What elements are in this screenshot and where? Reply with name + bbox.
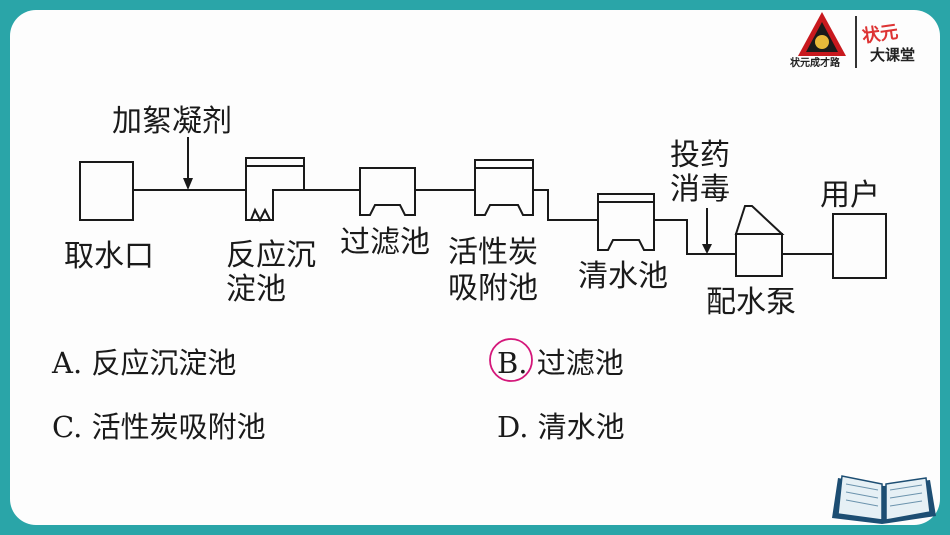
sedimentation-label-line2: 淀池 (226, 272, 286, 307)
pump (734, 205, 785, 277)
brand-left-text: 状元成才路 (790, 58, 840, 69)
question-card (10, 10, 940, 525)
filter-label: 过滤池 (340, 225, 430, 260)
option-a-text: 反应沉淀池 (91, 346, 237, 380)
option-b-text: 过滤池 (536, 346, 624, 380)
option-c[interactable]: C. 活性炭吸附池 (52, 404, 266, 446)
option-c-letter: C. (52, 410, 83, 444)
option-d-text: 清水池 (537, 410, 625, 444)
option-d[interactable]: D. 清水池 (497, 404, 625, 446)
option-a-letter: A. (52, 346, 83, 380)
brand-right-bottom-text: 大课堂 (870, 46, 916, 64)
option-b[interactable]: B. 过滤池 (497, 340, 624, 382)
disinfect-label-line1: 投药 (670, 138, 730, 173)
intake-label: 取水口 (64, 239, 154, 274)
pipe-lines (133, 189, 833, 255)
filter-tank (359, 167, 416, 216)
intake-box (79, 161, 134, 221)
option-a[interactable]: A. 反应沉淀池 (52, 340, 236, 382)
clear-water-tank (597, 193, 655, 251)
clear-water-label: 清水池 (578, 259, 668, 294)
open-book-icon (832, 475, 936, 524)
coagulant-label: 加絮凝剂 (112, 104, 232, 139)
disinfect-arrow (702, 208, 712, 254)
disinfect-label-line2: 消毒 (670, 172, 730, 207)
user-box (832, 213, 887, 279)
sedimentation-tank (245, 157, 305, 223)
option-b-letter: B. (497, 346, 528, 380)
answer-circle (489, 338, 533, 382)
sedimentation-label-line1: 反应沉 (226, 238, 316, 273)
logo-divider (855, 16, 857, 68)
user-label: 用户 (820, 178, 880, 213)
option-c-text: 活性炭吸附池 (91, 410, 266, 444)
carbon-tank (474, 159, 534, 216)
brand-logo (798, 12, 846, 56)
pump-label: 配水泵 (706, 285, 796, 320)
carbon-label-line1: 活性炭 (448, 235, 538, 270)
option-d-letter: D. (497, 410, 529, 444)
carbon-label-line2: 吸附池 (448, 271, 538, 306)
coagulant-arrow (183, 137, 193, 190)
